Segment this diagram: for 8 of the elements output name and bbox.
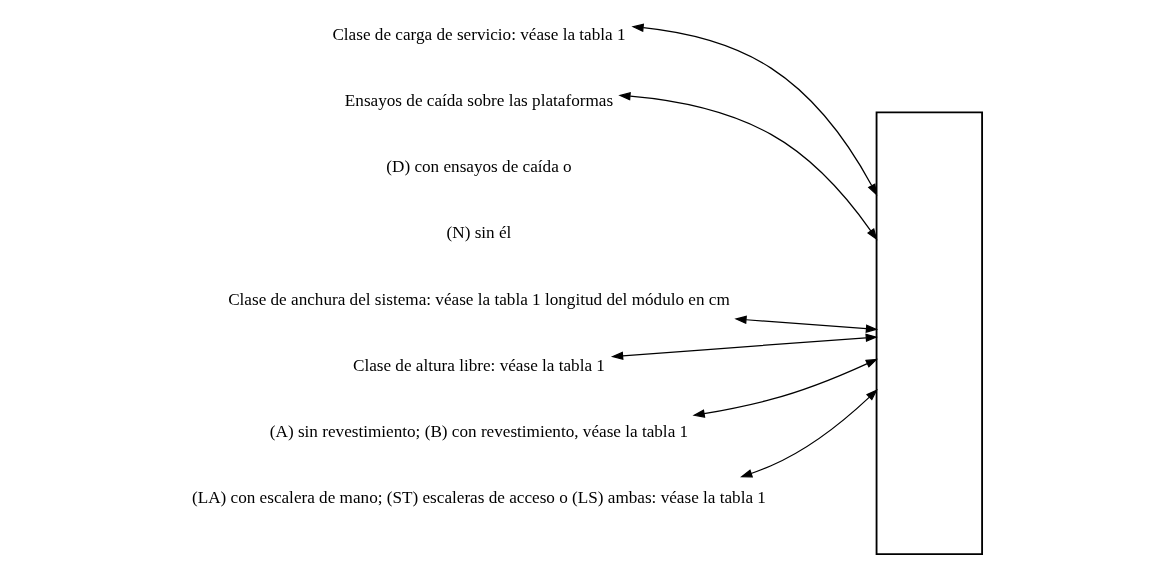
label: (D) con ensayos de caída o — [386, 157, 572, 177]
node-text: Clase de anchura del sistema: véase la tabla 1 longitud del módulo en cm — [228, 289, 730, 309]
label: (N) sin él — [446, 223, 512, 243]
node-text: (LA) con escalera de mano; (ST) escaleras de acceso o (LS) ambas: véase la tabla 1 — [191, 488, 766, 508]
node-text: Ensayos de caída sobre las plataformas — [344, 90, 614, 110]
node-text: Clase de altura libre: véase la tabla 1 — [352, 355, 605, 375]
node-text: Clase de carga de servicio: véase la tabla 1 — [332, 24, 626, 44]
node-text: (A) sin revestimiento; (B) con revestimiento, véase la tabla 1 — [269, 422, 689, 442]
